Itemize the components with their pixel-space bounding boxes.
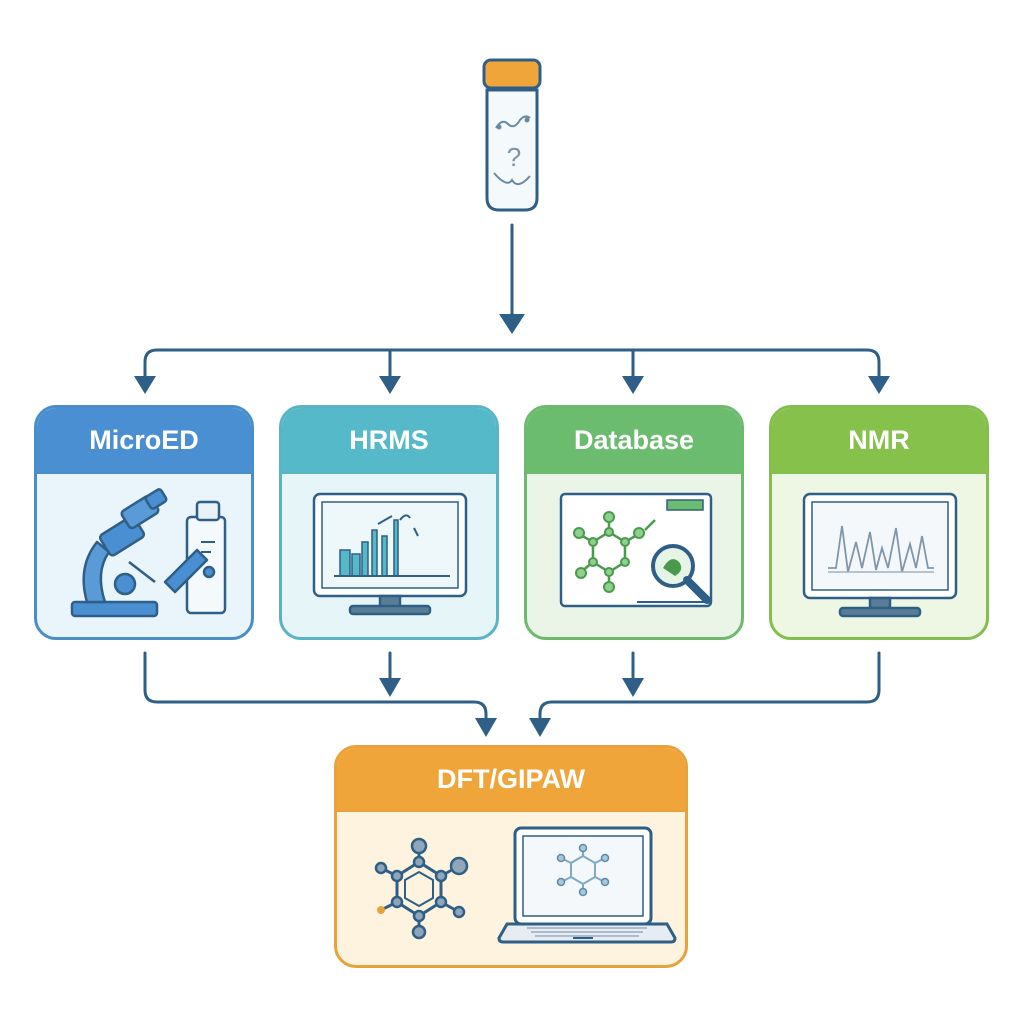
card-title-dft: DFT/GIPAW bbox=[337, 748, 685, 812]
method-card-microed: MicroED bbox=[34, 405, 254, 640]
card-title-hrms: HRMS bbox=[282, 408, 496, 474]
arrowhead-icon bbox=[379, 376, 401, 394]
method-card-hrms: HRMS bbox=[279, 405, 499, 640]
arrowhead-icon bbox=[475, 718, 497, 737]
nmr-spectrum-monitor-icon bbox=[802, 492, 958, 618]
card-body-hrms bbox=[282, 472, 496, 637]
arrowhead-icon bbox=[868, 376, 890, 394]
molecule-model-icon bbox=[374, 837, 469, 940]
microscope-icon bbox=[70, 488, 227, 618]
card-body-nmr bbox=[772, 472, 986, 637]
card-body-microed bbox=[37, 472, 251, 637]
card-title-database: Database bbox=[527, 408, 741, 474]
connector-microed-to-dft bbox=[143, 651, 488, 722]
method-card-nmr: NMR bbox=[769, 405, 989, 640]
arrowhead-icon bbox=[622, 376, 644, 394]
card-title-microed: MicroED bbox=[37, 408, 251, 474]
molecule-search-icon bbox=[559, 492, 713, 608]
vial-question-mark: ? bbox=[507, 142, 521, 172]
arrowhead-icon bbox=[529, 718, 551, 737]
arrowhead-icon bbox=[499, 314, 525, 334]
sample-vial-question-icon: ? bbox=[482, 58, 542, 212]
card-body-dft bbox=[337, 810, 685, 965]
connector-split-bar bbox=[143, 348, 881, 380]
card-body-database bbox=[527, 472, 741, 637]
connector-nmr-to-dft bbox=[538, 651, 881, 722]
arrowhead-icon bbox=[134, 376, 156, 394]
arrowhead-icon bbox=[379, 678, 401, 697]
mass-spectrum-monitor-icon bbox=[312, 492, 468, 616]
laptop-molecule-icon bbox=[497, 826, 677, 944]
arrowhead-icon bbox=[622, 678, 644, 697]
method-card-database: Database bbox=[524, 405, 744, 640]
card-title-nmr: NMR bbox=[772, 408, 986, 474]
result-card-dft: DFT/GIPAW bbox=[334, 745, 688, 968]
